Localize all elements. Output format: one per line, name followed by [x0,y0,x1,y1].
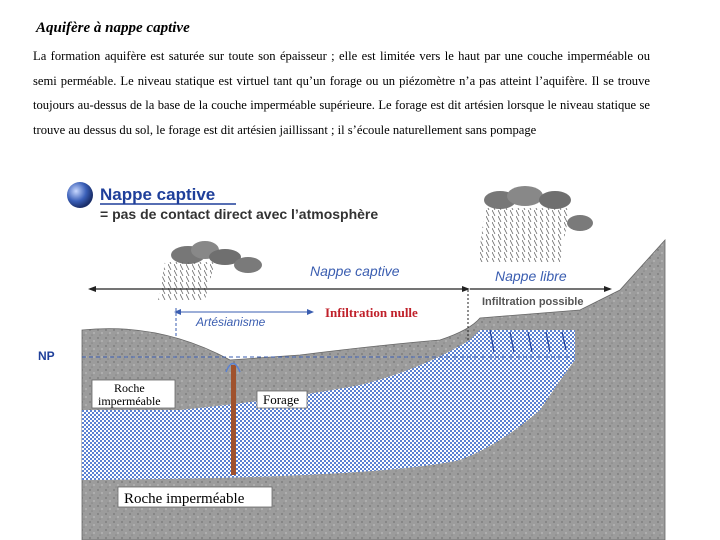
label-forage: Forage [263,392,299,407]
diagram-title: Nappe captive [100,185,215,204]
label-infiltration-possible: Infiltration possible [482,296,583,308]
aquifer-layer [82,330,575,480]
label-roche-line2: imperméable [98,394,161,408]
rain-cloud-right-icon [478,186,593,262]
well-pipe [231,365,236,475]
diagram-subtitle: = pas de contact direct avec l’atmosphèr… [100,206,378,222]
globe-icon [67,182,93,208]
description-paragraph: La formation aquifère est saturée sur to… [33,49,650,137]
page-title: Aquifère à nappe captive [36,20,190,36]
label-np: NP [38,349,55,363]
artesian-jet-icon [225,362,241,373]
rain-cloud-left-icon [158,241,262,300]
label-nappe-libre: Nappe libre [495,268,567,284]
label-infiltration-nulle: Infiltration nulle [325,305,418,320]
label-nappe-captive: Nappe captive [310,263,400,279]
label-artesianisme: Artésianisme [195,315,266,329]
infiltration-arrows [489,329,567,353]
label-roche-impermeable-bottom: Roche imperméable [124,491,245,507]
aquifer-diagram: Nappe captive = pas de contact direct av… [38,182,666,540]
label-roche-line1: Roche [114,381,145,395]
